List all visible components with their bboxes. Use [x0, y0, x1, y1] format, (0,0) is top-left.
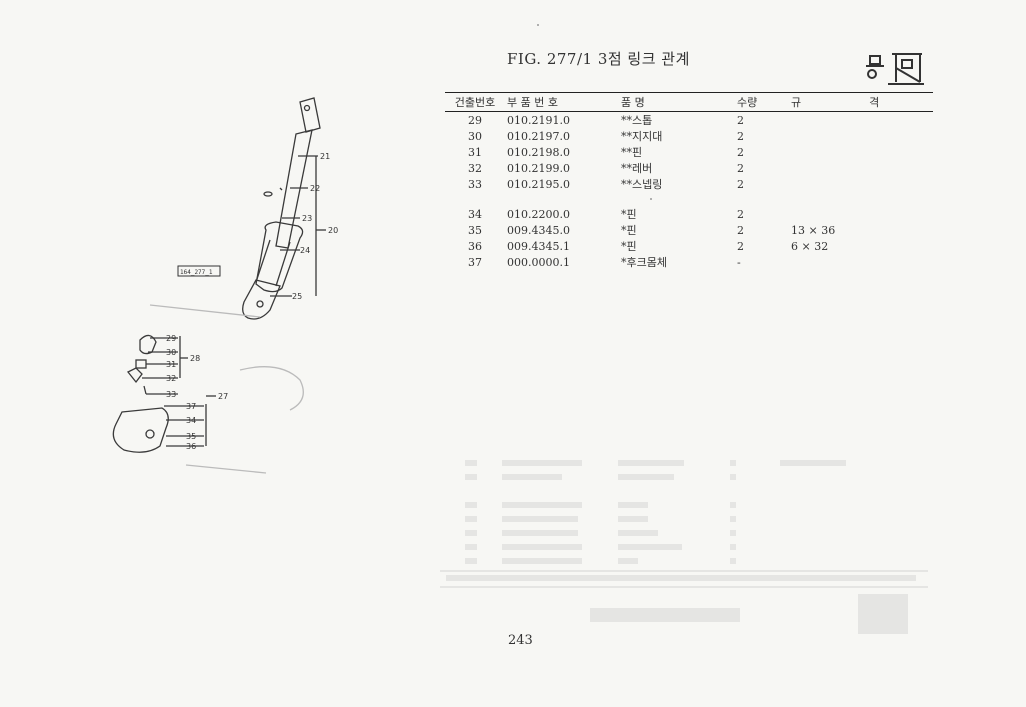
row-part-name: **핀: [621, 146, 643, 159]
callout-22: 22: [310, 184, 320, 193]
callout-37: 37: [186, 402, 196, 411]
callout-31: 31: [166, 360, 176, 369]
callout-25: 25: [292, 292, 302, 301]
row-quantity: 2: [737, 239, 744, 253]
row-no: 29: [468, 113, 482, 127]
row-spec: [789, 112, 933, 129]
header-spec-1: 규: [791, 96, 802, 109]
tractor-linkage-logo: [866, 53, 924, 85]
callout-32: 32: [166, 374, 176, 383]
row-part-number: 009.4345.0: [507, 223, 570, 237]
table-row: 36 009.4345.1 *핀 2 6 × 32: [445, 238, 933, 254]
row-quantity: 2: [737, 207, 744, 221]
row-part-number: 010.2200.0: [507, 207, 570, 221]
callout-21: 21: [320, 152, 330, 161]
row-no: 30: [468, 129, 482, 143]
scan-speck: [650, 198, 652, 200]
row-spec: [789, 176, 933, 192]
row-spec: [789, 128, 933, 144]
row-part-name: **스톱: [621, 114, 653, 127]
row-part-name: **지지대: [621, 130, 663, 143]
row-spec: 6 × 32: [791, 239, 829, 253]
callout-23: 23: [302, 214, 312, 223]
row-quantity: 2: [737, 145, 744, 159]
table-row: 37 000.0000.1 *후크몸체 -: [445, 254, 933, 270]
row-part-name: *후크몸체: [621, 256, 667, 269]
row-no: 34: [468, 207, 482, 221]
row-no: 33: [468, 177, 482, 191]
callout-34: 34: [186, 416, 196, 425]
table-row: 35 009.4345.0 *핀 2 13 × 36: [445, 222, 933, 238]
row-quantity: 2: [737, 177, 744, 191]
row-no: 36: [468, 239, 482, 253]
callout-35: 35: [186, 432, 196, 441]
header-quantity: 수량: [735, 92, 789, 112]
table-row: 30 010.2197.0 **지지대 2: [445, 128, 933, 144]
diagram-reference-label: 164_277_1: [180, 269, 213, 276]
table-row: 29 010.2191.0 **스톱 2: [445, 112, 933, 129]
row-part-name: *핀: [621, 224, 637, 237]
header-index-number: 건출번호: [445, 92, 505, 112]
row-part-name: **스넵링: [621, 178, 663, 191]
callout-20: 20: [328, 226, 338, 235]
row-spec: [789, 254, 933, 270]
row-part-number: 010.2198.0: [507, 145, 570, 159]
row-quantity: 2: [737, 129, 744, 143]
row-quantity: 2: [737, 113, 744, 127]
row-part-name: *핀: [621, 240, 637, 253]
scan-speck: [537, 24, 539, 26]
callout-29: 29: [166, 334, 176, 343]
row-part-name: *핀: [621, 208, 637, 221]
figure-title: FIG. 277/1 3점 링크 관계: [507, 50, 690, 68]
row-no: 37: [468, 255, 482, 269]
callout-36: 36: [186, 442, 196, 451]
parts-diagram: 164_277_1 21 22 23 24 25 20 29 30 28 31 …: [112, 97, 338, 474]
table-spacer-row: [445, 192, 933, 206]
row-spec: [789, 160, 933, 176]
row-no: 32: [468, 161, 482, 175]
row-no: 35: [468, 223, 482, 237]
row-part-number: 010.2195.0: [507, 177, 570, 191]
row-part-number: 000.0000.1: [507, 255, 570, 269]
row-part-name: **레버: [621, 162, 653, 175]
row-quantity: 2: [737, 223, 744, 237]
row-part-number: 010.2197.0: [507, 129, 570, 143]
row-spec: [789, 144, 933, 160]
callout-27: 27: [218, 392, 228, 401]
row-quantity: 2: [737, 161, 744, 175]
header-part-number: 부 품 번 호: [505, 92, 619, 112]
row-spec: 13 × 36: [791, 223, 836, 237]
table-row: 34 010.2200.0 *핀 2: [445, 206, 933, 222]
page-number: 243: [508, 633, 533, 648]
reverse-page-show-through: [440, 460, 928, 634]
table-row: 31 010.2198.0 **핀 2: [445, 144, 933, 160]
table-row: 32 010.2199.0 **레버 2: [445, 160, 933, 176]
row-spec: [789, 206, 933, 222]
callout-24: 24: [300, 246, 310, 255]
row-part-number: 010.2191.0: [507, 113, 570, 127]
callout-28: 28: [190, 354, 200, 363]
row-part-number: 010.2199.0: [507, 161, 570, 175]
row-no: 31: [468, 145, 482, 159]
table-row: 33 010.2195.0 **스넵링 2: [445, 176, 933, 192]
callout-30: 30: [166, 348, 176, 357]
callout-33: 33: [166, 390, 176, 399]
row-part-number: 009.4345.1: [507, 239, 570, 253]
row-quantity: -: [737, 255, 741, 269]
header-spec-2: 격: [869, 96, 880, 109]
header-part-name: 품 명: [619, 92, 735, 112]
